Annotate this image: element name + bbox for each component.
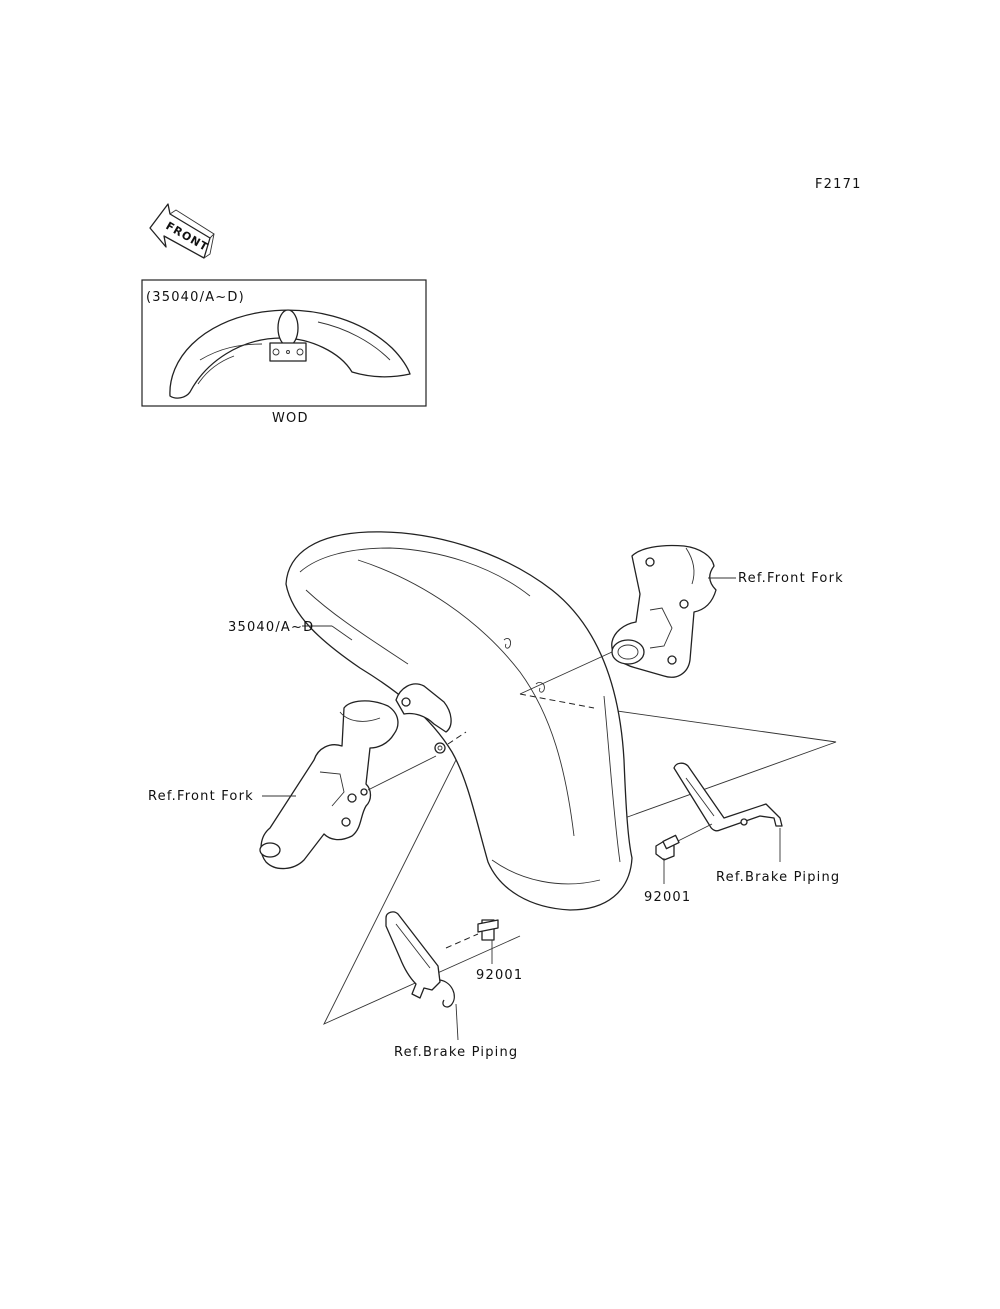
bolt-92001-center: [445, 919, 499, 964]
inset-caption: WOD: [272, 411, 309, 426]
inset-variant-box: (35040/A~D) WOD: [141, 279, 427, 426]
brake-piping-bracket-bottom: [385, 911, 459, 1041]
alignment-lines: [367, 651, 613, 791]
callout-bolt-right: 92001: [644, 890, 691, 905]
exploded-guide-lines: [323, 707, 837, 1025]
callout-brake-piping-right: Ref.Brake Piping: [716, 870, 840, 885]
inset-fender-drawing: [169, 309, 411, 399]
brake-piping-bracket-right: [673, 762, 783, 832]
callout-brake-piping-bottom: Ref.Brake Piping: [394, 1045, 518, 1060]
bolt-92001-right: [655, 823, 713, 884]
callout-fender-part: 35040/A~D: [228, 620, 314, 635]
front-fender: [285, 531, 633, 911]
figure-code: F2171: [815, 177, 862, 192]
leader-lines: [262, 577, 781, 862]
front-direction-arrow: FRONT: [149, 203, 215, 259]
inset-part-label: (35040/A~D): [146, 290, 245, 305]
callout-front-fork-left: Ref.Front Fork: [148, 789, 254, 804]
callout-front-fork-right: Ref.Front Fork: [738, 571, 844, 586]
callout-bolt-center: 92001: [476, 968, 523, 983]
front-fork-right: [611, 544, 717, 678]
front-fork-left: [259, 700, 399, 870]
